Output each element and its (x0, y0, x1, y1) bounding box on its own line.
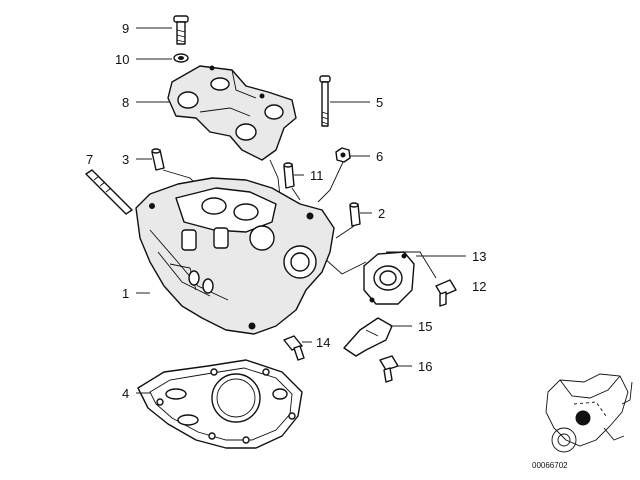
callout-3: 3 (122, 152, 129, 167)
assembly-guide-lines (162, 159, 437, 279)
callout-8: 8 (122, 95, 129, 110)
callout-10: 10 (115, 52, 129, 67)
callout-14: 14 (316, 335, 330, 350)
part-15-bracket (343, 317, 393, 357)
callout-2: 2 (378, 206, 385, 221)
part-13-cover (363, 251, 415, 305)
part-6-nut (335, 147, 351, 163)
callout-12: 12 (472, 279, 486, 294)
part-16-screw (379, 355, 399, 383)
callout-4: 4 (122, 386, 129, 401)
callout-11: 11 (310, 168, 324, 183)
part-1-cylinder-head (135, 177, 335, 335)
callout-leaders (136, 27, 466, 394)
part-7-stud (85, 169, 133, 215)
part-2-dowel-sleeve (349, 202, 361, 227)
callout-13: 13 (472, 249, 486, 264)
callout-15: 15 (418, 319, 432, 334)
part-11-dowel-sleeve (283, 162, 295, 189)
part-10-washer (173, 53, 189, 63)
callout-7: 7 (86, 152, 93, 167)
diagram-reference-code: 00066702 (532, 461, 568, 470)
part-3-dowel-sleeve (151, 148, 165, 171)
callout-5: 5 (376, 95, 383, 110)
location-marker-dot (575, 410, 591, 426)
part-5-bolt (319, 75, 331, 127)
callout-6: 6 (376, 149, 383, 164)
callout-9: 9 (122, 21, 129, 36)
part-9-bolt (173, 15, 189, 45)
motorcycle-locator-thumbnail (545, 373, 633, 453)
part-14-screw (283, 335, 305, 361)
part-12-screw (435, 279, 457, 307)
callout-labels: 9 10 8 5 3 7 6 11 2 13 12 1 15 14 16 4 (86, 21, 486, 401)
part-4-head-gasket (137, 359, 303, 449)
part-8-camshaft-carrier (167, 65, 297, 161)
callout-16: 16 (418, 359, 432, 374)
callout-1: 1 (122, 286, 129, 301)
